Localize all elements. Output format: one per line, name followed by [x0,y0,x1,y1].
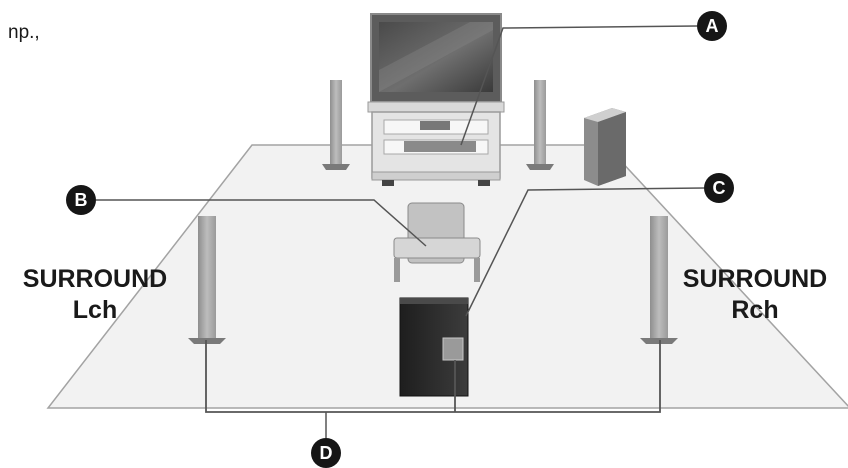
listening-chair [393,202,481,282]
surround-left-label: SURROUND Lch [0,264,190,326]
surround-right-channel: Rch [731,296,779,324]
surround-right-label: SURROUND Rch [660,264,848,326]
side-box-unit [584,108,626,186]
surround-left-channel: Lch [72,296,118,324]
surround-left-speaker [188,216,226,344]
leader-line-a [460,25,698,146]
corner-text: np., [8,22,40,43]
callout-a: A [697,11,727,41]
surround-right-title: SURROUND [682,265,828,293]
front-right-speaker [526,80,554,170]
tv-set [367,13,505,113]
subwoofer [399,297,469,397]
callout-d: D [311,438,341,468]
callout-b: B [66,185,96,215]
front-left-speaker [322,80,350,170]
tv-rack [371,111,501,186]
surround-right-speaker [640,216,678,344]
surround-cable-d [205,340,661,413]
leader-line-b [96,199,427,247]
callout-c: C [704,173,734,203]
surround-left-title: SURROUND [22,265,168,293]
leader-line-c [465,187,705,317]
